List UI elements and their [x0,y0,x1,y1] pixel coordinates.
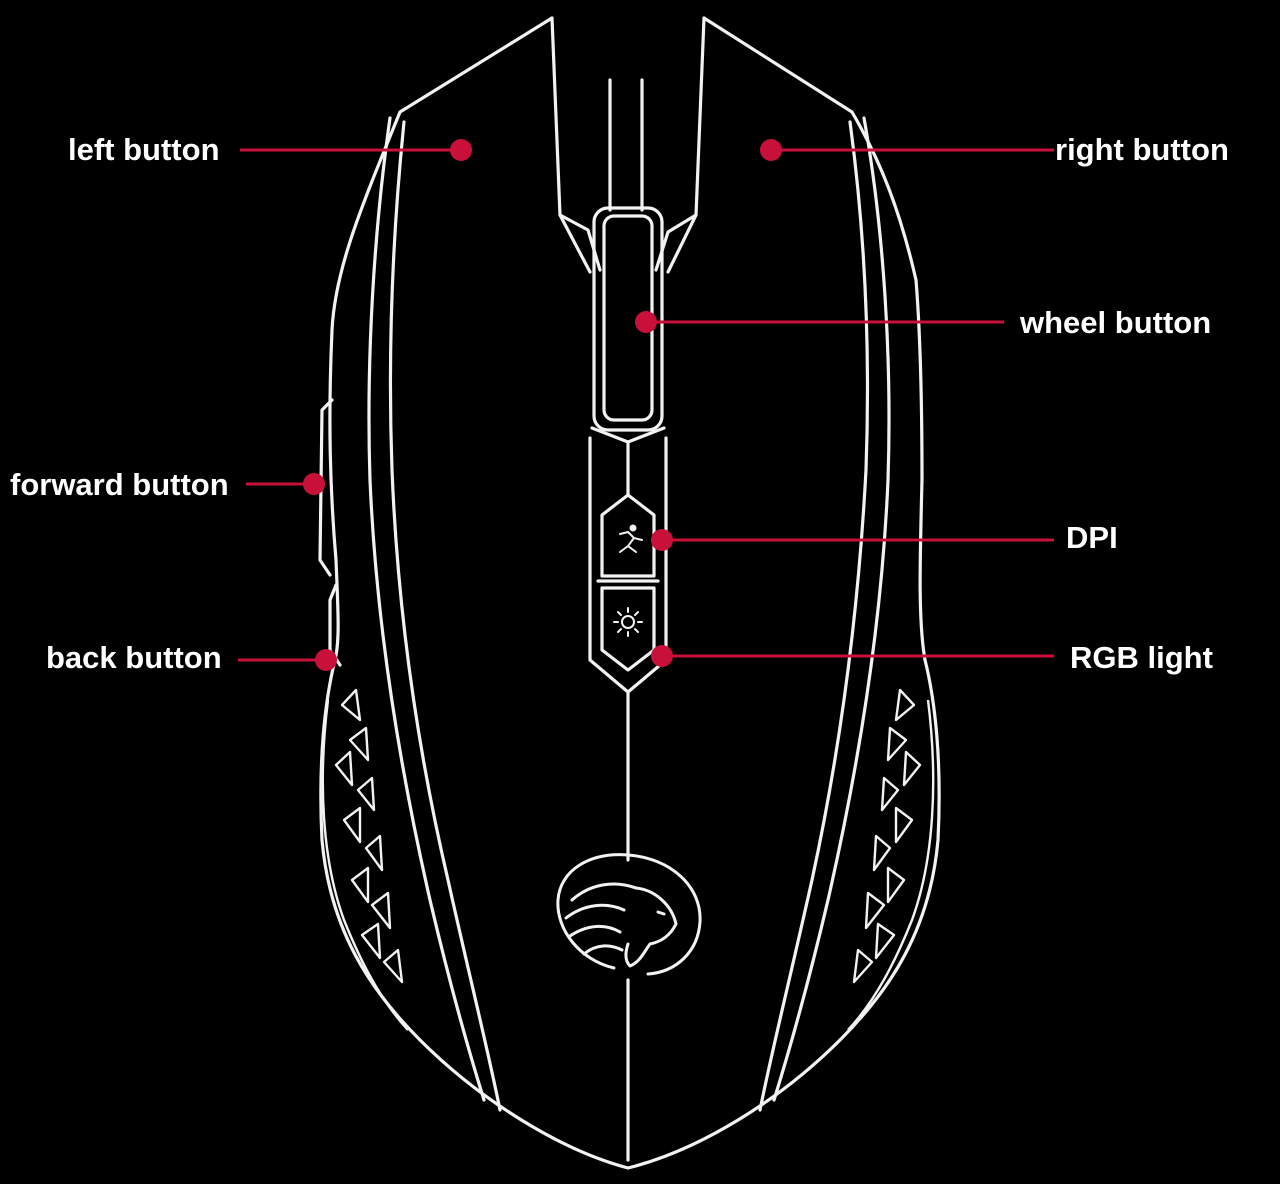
dpi-label: DPI [1066,520,1118,555]
rgb-button-shape [600,586,656,672]
rgb-light-dot [651,645,673,667]
left-grip-texture [321,688,409,1031]
right-button-label: right button [1055,132,1229,167]
dpi-dot [651,529,673,551]
lion-head-logo [556,853,702,976]
left-button-dot [450,139,472,161]
right-wheel-wing [654,213,698,272]
forward-button-dot [303,473,325,495]
wheel-button-label: wheel button [1019,305,1211,340]
rgb-light-label: RGB light [1070,640,1213,675]
right-grip-texture [847,688,935,1031]
running-figure-icon [619,524,643,553]
mouse-body [318,16,941,1170]
callouts [238,139,1054,671]
right-inner-line [772,116,891,1102]
left-button-label: left button [68,132,220,167]
back-button-label: back button [46,640,222,675]
back-button-dot [315,649,337,671]
forward-button-label: forward button [10,467,229,502]
right-button-dot [760,139,782,161]
left-inner-line [367,116,486,1102]
wheel-button-dot [635,311,657,333]
mouse-outer-outline [319,16,941,1170]
sun-icon [613,607,643,637]
left-shell-line [388,120,502,1112]
wheel-outer [592,206,664,432]
left-wheel-wing [558,213,602,272]
